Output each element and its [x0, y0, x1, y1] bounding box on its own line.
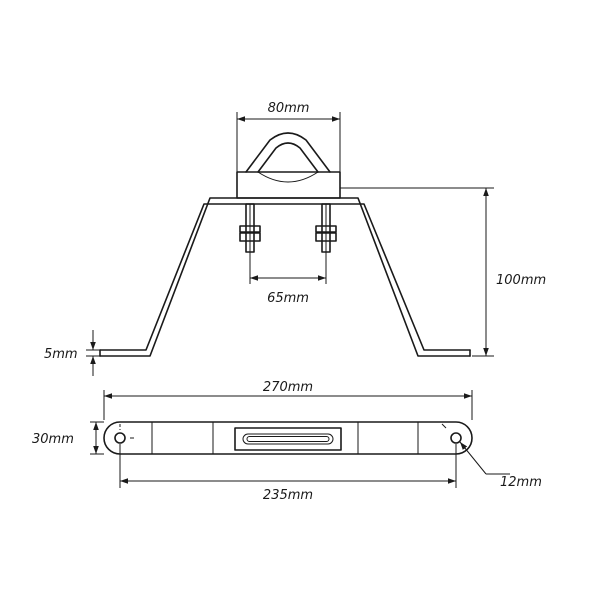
dim-80-label: 80mm — [268, 101, 310, 116]
dim-5-label: 5mm — [44, 347, 78, 362]
bracket-bar-outer — [99, 197, 471, 357]
dim-270-label: 270mm — [263, 380, 313, 395]
bracket-bar-inner — [99, 203, 471, 351]
hole-right-mark — [441, 423, 447, 429]
bolt-right — [315, 203, 337, 253]
bolt-left — [239, 203, 261, 253]
dim-12-label: 12mm — [500, 475, 542, 490]
hole-right — [450, 432, 462, 444]
slot-plate — [234, 427, 342, 451]
hole-left — [114, 432, 126, 444]
u-bolt-outer — [245, 132, 331, 173]
side-view: 80mm 65mm 100mm 5mm — [44, 101, 546, 376]
u-bolt-saddle — [257, 171, 319, 183]
dim-30-label: 30mm — [32, 432, 74, 447]
u-bolt-inner — [257, 142, 319, 173]
dim-65-label: 65mm — [267, 291, 309, 306]
dim-12-leader — [459, 441, 487, 475]
clamp-block — [236, 171, 341, 199]
plan-view: 270mm 30mm 235mm 12mm — [32, 380, 542, 503]
slot-inner — [246, 436, 330, 442]
slot-outer — [242, 433, 334, 445]
dim-100-label: 100mm — [496, 273, 546, 288]
dim-235-label: 235mm — [263, 488, 313, 503]
